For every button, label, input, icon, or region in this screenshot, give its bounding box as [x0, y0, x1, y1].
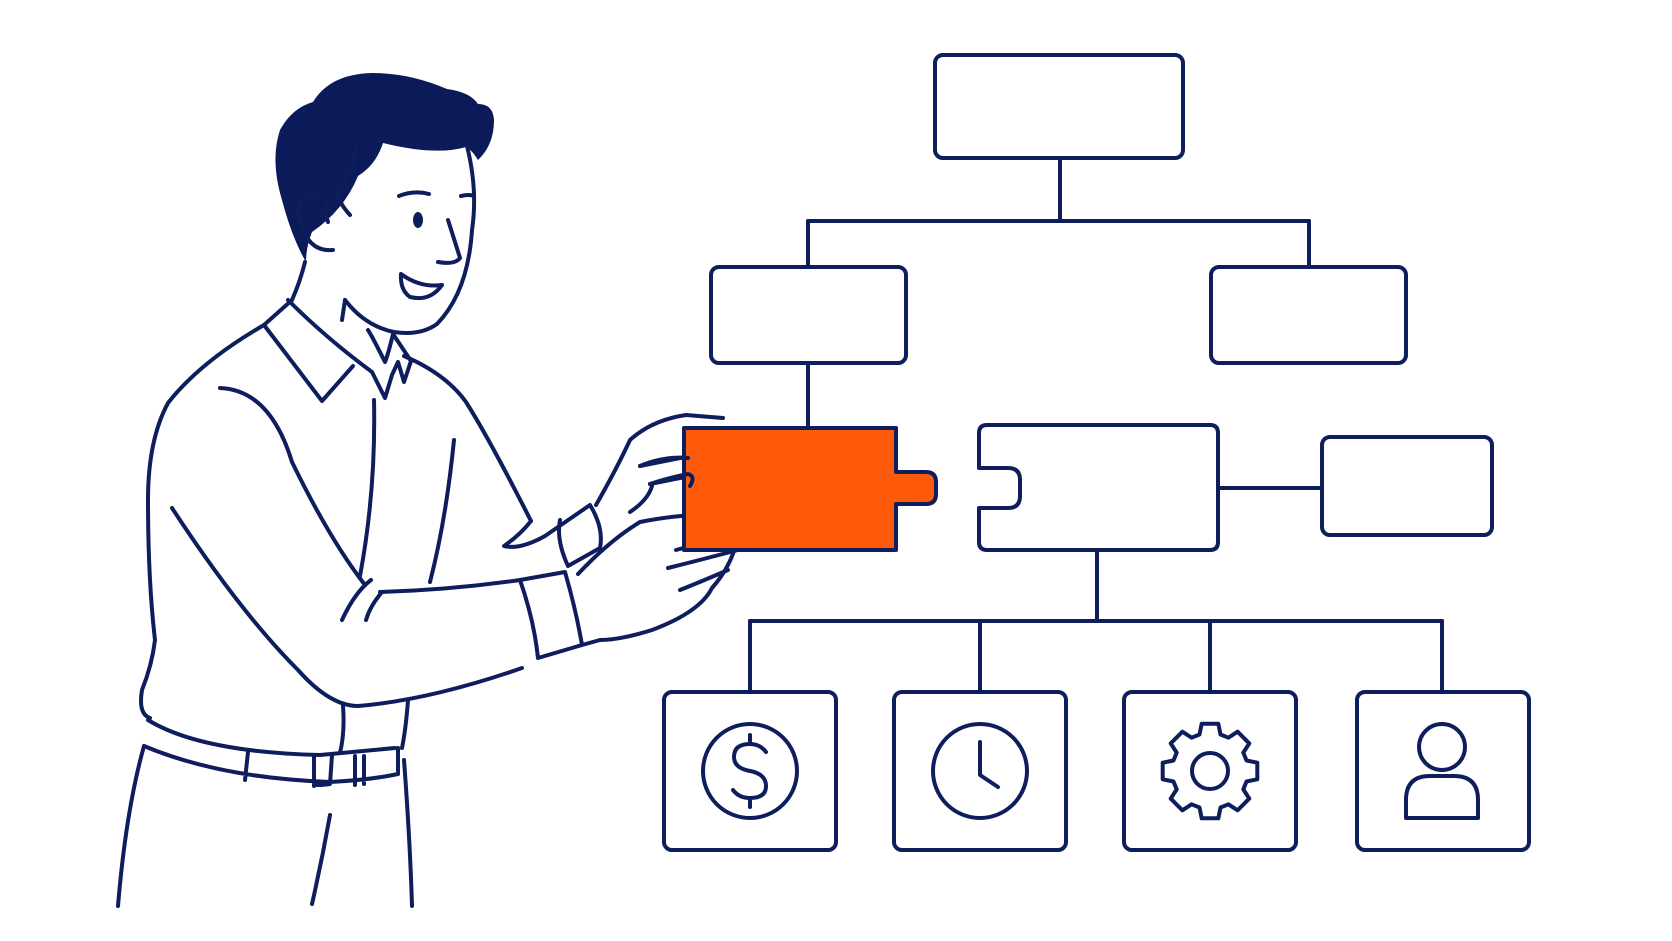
leaf-icons: [701, 721, 1480, 821]
shirt-crease-right: [428, 438, 456, 584]
belt: [142, 718, 400, 788]
user-icon: [1404, 722, 1480, 820]
gear-hub: [1190, 751, 1230, 791]
torso: [139, 323, 533, 720]
node-left-child: [709, 265, 908, 365]
highlighted-puzzle-piece: [682, 426, 938, 552]
gear-outline: [1160, 721, 1260, 821]
chart-nodes: [662, 53, 1531, 852]
gear-icon: [1160, 721, 1260, 821]
eyebrow: [397, 190, 476, 198]
dollar-icon: [701, 722, 799, 820]
left-arm: [170, 386, 524, 708]
upper-hand: [594, 413, 725, 514]
eye: [413, 212, 423, 228]
neck: [290, 260, 347, 322]
man-holding-puzzle-piece: [116, 73, 740, 908]
waist-lines: [338, 698, 410, 755]
shirt-crease-chest: [358, 398, 377, 578]
clock-icon: [931, 722, 1029, 820]
cuff-lines: [340, 578, 384, 622]
mouth: [398, 272, 444, 301]
ear: [296, 192, 335, 253]
hair: [275, 73, 494, 262]
connector-lines: [748, 156, 1444, 694]
collar: [262, 298, 413, 403]
node-right-child: [1209, 265, 1408, 365]
fingers-on-piece: [638, 455, 695, 488]
node-side: [1320, 435, 1494, 537]
node-puzzle-socket: [977, 423, 1220, 552]
left-forearm: [502, 503, 603, 568]
node-root: [933, 53, 1185, 160]
face-outline: [335, 144, 477, 335]
nose: [436, 218, 462, 265]
node-leaf-settings: [1122, 690, 1298, 852]
pants: [116, 744, 414, 908]
